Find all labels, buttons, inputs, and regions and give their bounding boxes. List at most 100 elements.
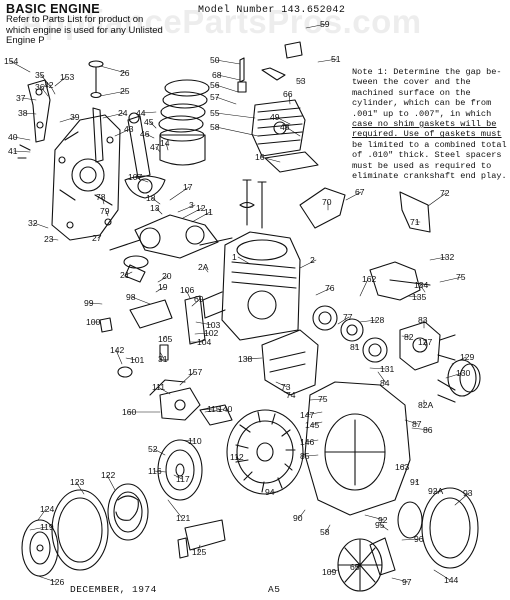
- part-number-label: 70: [322, 197, 332, 207]
- leader-line: [391, 577, 409, 583]
- leader-line: [185, 289, 191, 299]
- part-number-label: 73: [281, 382, 291, 392]
- governor-lever-part: [17, 79, 51, 159]
- subtitle: Refer to Parts List for product on which…: [6, 14, 206, 47]
- leader-line: [155, 146, 161, 153]
- leader-line: [157, 386, 171, 395]
- leader-line: [427, 192, 447, 207]
- leader-line: [215, 84, 239, 93]
- note-line: machined surface on the: [352, 87, 471, 98]
- leader-line: [49, 84, 56, 95]
- part-number-label: 153: [60, 72, 75, 82]
- leader-line: [298, 509, 306, 519]
- leader-line: [243, 357, 263, 360]
- leader-line: [309, 398, 325, 401]
- subtitle-line: Refer to Parts List for product on: [6, 14, 144, 25]
- note-line: required. Use of gaskets must: [352, 129, 502, 140]
- leader-line: [13, 136, 31, 141]
- part-number-label: 74: [286, 390, 296, 400]
- leader-line: [105, 210, 109, 217]
- part-number-label: 47: [150, 142, 160, 152]
- part-number-label: 35: [35, 70, 45, 80]
- leader-line: [364, 514, 385, 521]
- leader-line: [157, 275, 169, 283]
- part-number-label: 129: [460, 352, 475, 362]
- part-number-label: 40: [8, 132, 18, 142]
- leader-line: [310, 421, 323, 426]
- leader-line: [325, 524, 331, 533]
- part-number-label: 75: [318, 394, 328, 404]
- part-number-label: 39: [70, 112, 80, 122]
- part-number-label: 117: [176, 474, 190, 484]
- leader-line: [401, 335, 411, 338]
- leader-line: [400, 464, 406, 468]
- part-number-label: 42: [44, 80, 54, 90]
- part-number-label: 140: [218, 404, 233, 414]
- subtitle-line: which engine is used for any Unlisted: [6, 24, 163, 36]
- part-number-label: 142: [110, 345, 125, 355]
- note-line: be limited to a combined total: [352, 139, 507, 150]
- part-number-label: 135: [412, 292, 427, 302]
- subtitle-line: Engine P: [6, 35, 45, 47]
- valves-part: [239, 179, 267, 229]
- part-number-label: 23: [44, 234, 54, 244]
- leader-line: [204, 408, 225, 413]
- part-number-label: 115: [207, 404, 221, 414]
- leader-line: [59, 116, 77, 123]
- leader-line: [407, 295, 419, 298]
- part-number-label: 41: [8, 146, 18, 156]
- part-number-label: 13: [150, 203, 160, 213]
- leader-line: [305, 439, 319, 443]
- part-number-label: 160: [122, 407, 137, 417]
- part-number-label: 17: [183, 182, 193, 192]
- leader-line: [89, 302, 103, 305]
- part-number-label: 79: [100, 206, 110, 216]
- part-number-label: 92: [378, 515, 388, 525]
- part-number-label: 67: [355, 187, 365, 197]
- watermark: AppliancePartsPros.com: [20, 3, 422, 40]
- leader-line: [215, 112, 256, 119]
- leader-line: [355, 564, 361, 568]
- leader-line: [197, 544, 201, 553]
- leader-line: [203, 266, 209, 273]
- part-number-label: 146: [300, 437, 315, 447]
- part-number-label: 125: [192, 547, 207, 557]
- part-number-label: 110: [188, 436, 202, 446]
- part-number-label: 55: [210, 108, 220, 118]
- leader-line: [75, 481, 85, 495]
- part-number-label: 121: [176, 513, 191, 523]
- leader-line: [217, 74, 241, 81]
- leader-line: [237, 256, 251, 265]
- part-number-label: 122: [101, 470, 116, 480]
- part-number-label: 75: [456, 272, 466, 282]
- leader-line: [377, 371, 387, 384]
- leader-line: [106, 474, 116, 491]
- leader-line: [359, 278, 369, 297]
- crankshaft-part: [109, 214, 233, 283]
- part-number-label: 94: [265, 487, 275, 497]
- part-number-label: 123: [70, 477, 85, 487]
- part-number-label: 31: [158, 354, 168, 364]
- cylinder-shroud-part: [261, 329, 319, 396]
- leader-line: [194, 332, 211, 335]
- part-number-label: 52: [148, 444, 158, 454]
- part-number-label: 20: [162, 271, 172, 281]
- leader-lines: [9, 23, 470, 583]
- leader-line: [145, 133, 155, 139]
- leader-line: [275, 116, 291, 125]
- starter-handle-part: [177, 519, 226, 559]
- leader-line: [101, 196, 105, 205]
- leader-line: [49, 238, 59, 241]
- leader-line: [125, 357, 137, 361]
- leader-line: [179, 371, 195, 386]
- part-number-label: 44: [136, 108, 146, 118]
- leader-line: [40, 86, 49, 97]
- leader-line: [191, 211, 211, 223]
- leader-line: [177, 204, 196, 213]
- part-number-label: 68: [212, 70, 222, 80]
- leader-line: [429, 256, 447, 261]
- leader-line: [13, 150, 31, 153]
- leader-line: [454, 492, 470, 506]
